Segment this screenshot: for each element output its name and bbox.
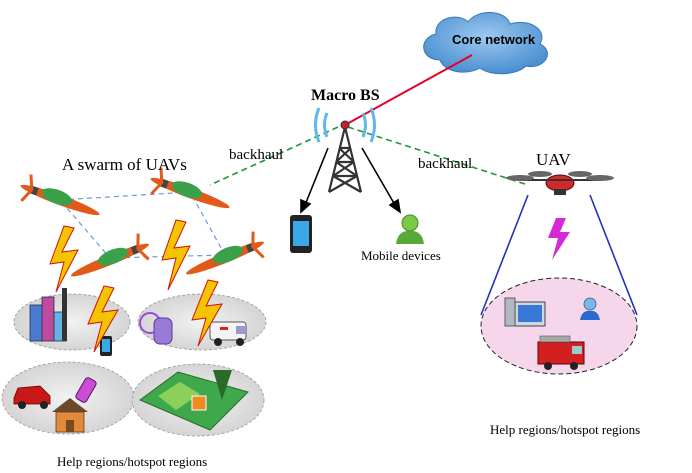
house-icon <box>52 398 88 433</box>
core-network-cloud <box>423 12 548 75</box>
user-icon <box>396 214 424 244</box>
car-icon <box>13 385 51 409</box>
quadcopter-uav-icon <box>506 171 614 195</box>
backhaul-label-left: backhaul <box>229 147 284 163</box>
uav-plane-icon <box>20 174 100 216</box>
core-network-label: Core network <box>452 32 536 47</box>
core-link <box>344 54 473 126</box>
macro-bs-tower-icon <box>314 107 376 193</box>
backhaul-label-right: backhaul <box>418 156 473 172</box>
flip-phone-icon <box>75 377 97 403</box>
uav-lightning-icon <box>548 218 570 260</box>
uav-label: UAV <box>536 150 571 169</box>
user-icon <box>580 297 600 320</box>
mobile-phone-icon <box>139 312 173 345</box>
uav-plane-icon <box>186 231 265 275</box>
desktop-computer-icon <box>504 297 546 327</box>
macro-bs-label: Macro BS <box>311 87 380 104</box>
uav-plane-icon <box>71 233 150 277</box>
landscape-icon <box>139 370 249 431</box>
help-regions-label-right: Help regions/hotspot regions <box>490 422 641 437</box>
fire-truck-icon <box>537 335 585 370</box>
smartphone-icon <box>290 215 312 253</box>
smartphone-icon <box>100 336 112 356</box>
wireless-link-lightning-icon <box>49 219 223 353</box>
mobile-devices-label: Mobile devices <box>361 248 441 263</box>
backhaul-link-right <box>347 126 529 186</box>
city-buildings-icon <box>29 288 67 342</box>
uav-plane-icon <box>150 167 230 209</box>
uav-coverage-beam <box>480 194 638 316</box>
swarm-label: A swarm of UAVs <box>62 155 187 174</box>
ambulance-icon <box>209 321 247 346</box>
help-regions-label-left: Help regions/hotspot regions <box>57 454 208 469</box>
downlink-arrows <box>300 147 402 214</box>
